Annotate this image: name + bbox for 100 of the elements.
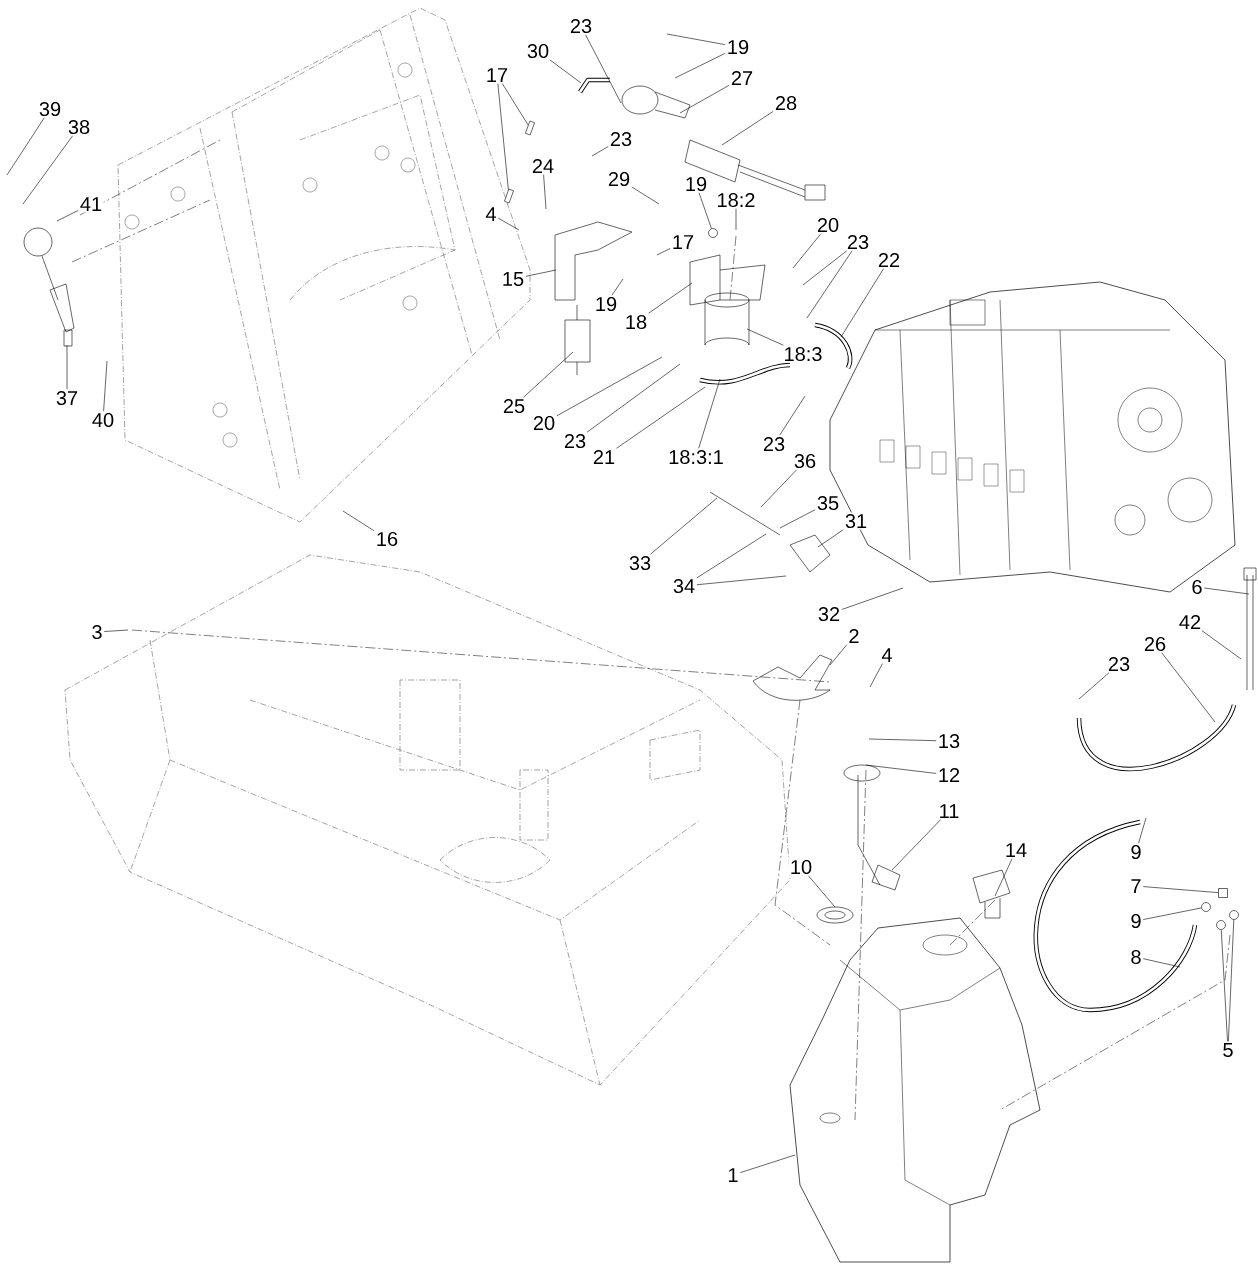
callout-number: 31 (843, 512, 869, 530)
callout-number: 8 (1128, 948, 1144, 966)
callout-number: 25 (501, 397, 527, 415)
bolt-drawing (504, 188, 514, 204)
leader-line (1201, 630, 1242, 660)
leader-line (591, 146, 609, 157)
leader-line (1161, 652, 1216, 723)
leader-line (1078, 672, 1110, 700)
callout-number: 17 (670, 233, 696, 251)
callout-number: 19 (725, 38, 751, 56)
leader-line (616, 386, 706, 449)
leader-line (869, 663, 883, 688)
callout-number: 15 (500, 270, 526, 288)
leader-line (585, 34, 622, 104)
callout-number: 17 (484, 66, 510, 84)
leader-line (666, 33, 726, 45)
leader-line (679, 84, 730, 114)
callout-number: 22 (876, 251, 902, 269)
fitting-drawing (1218, 888, 1228, 898)
leader-line (1228, 919, 1235, 1042)
bolt-drawing (525, 120, 535, 136)
leader-line (674, 53, 726, 79)
callout-number: 16 (374, 530, 400, 548)
leader-line (1142, 958, 1181, 968)
callout-number: 6 (1189, 578, 1205, 596)
leader-line (802, 250, 848, 286)
leader-line (497, 217, 520, 231)
callout-number: 30 (525, 42, 551, 60)
nut-drawing (1201, 902, 1211, 912)
callout-number: 4 (879, 646, 895, 664)
callout-number: 18:3:1 (666, 448, 726, 466)
leader-line (817, 529, 844, 548)
callout-number: 19 (593, 295, 619, 313)
callout-number: 27 (729, 69, 755, 87)
leader-line (1220, 929, 1228, 1042)
leader-line (746, 328, 784, 346)
callout-number: 5 (1220, 1041, 1236, 1059)
callout-number: 29 (606, 170, 632, 188)
leader-line (739, 1154, 796, 1173)
leader-line (22, 135, 73, 205)
leader-line (543, 174, 547, 210)
leader-line (342, 510, 375, 532)
leader-line (656, 248, 671, 256)
callout-number: 42 (1177, 613, 1203, 631)
leader-line (840, 268, 884, 338)
callout-number: 19 (683, 175, 709, 193)
callout-number: 3 (89, 623, 105, 641)
leader-line (556, 356, 663, 417)
leader-line (891, 819, 941, 871)
callout-number: 26 (1142, 635, 1168, 653)
leader-line (502, 83, 529, 126)
callout-number: 10 (788, 858, 814, 876)
grommet-drawing (1229, 910, 1239, 920)
callout-number: 35 (815, 494, 841, 512)
leader-line (648, 282, 693, 314)
leader-line (696, 533, 767, 579)
callout-number: 7 (1128, 877, 1144, 895)
leader-line (586, 363, 681, 433)
leader-line (523, 351, 574, 398)
callout-number: 2 (846, 627, 862, 645)
callout-number: 18 (623, 313, 649, 331)
leader-line (631, 186, 660, 205)
leader-line (103, 629, 129, 632)
callout-number: 36 (792, 452, 818, 470)
callout-number: 39 (37, 100, 63, 118)
leader-line (650, 497, 718, 555)
leader-line (865, 764, 937, 774)
nut-drawing (708, 228, 718, 238)
callout-number: 13 (936, 732, 962, 750)
leader-line (611, 278, 624, 296)
leader-line (841, 587, 904, 610)
callout-number: 41 (78, 195, 104, 213)
callout-number: 23 (568, 17, 594, 35)
leader-line (1142, 907, 1202, 920)
leader-line (698, 378, 721, 449)
callout-number: 4 (483, 205, 499, 223)
callout-number: 20 (531, 414, 557, 432)
leader-line (721, 111, 774, 146)
leader-line (549, 59, 582, 84)
leader-line (66, 344, 68, 390)
leader-line (779, 509, 816, 529)
callout-number: 18:3 (782, 345, 824, 363)
callout-number: 9 (1128, 912, 1144, 930)
leader-line (994, 858, 1013, 897)
callout-number: 23 (845, 233, 871, 251)
leader-line (829, 644, 848, 666)
leader-line (497, 83, 509, 190)
leader-line (792, 233, 822, 269)
callout-number: 32 (816, 605, 842, 623)
callout-number: 40 (90, 411, 116, 429)
callout-number: 18:2 (715, 191, 757, 209)
callout-number: 37 (54, 389, 80, 407)
callout-number: 9 (1128, 843, 1144, 861)
leader-line (525, 269, 557, 277)
grommet-drawing (1216, 920, 1226, 930)
callout-number: 23 (1106, 655, 1132, 673)
callout-number: 12 (936, 766, 962, 784)
leader-line (735, 208, 737, 231)
callout-number: 1 (725, 1166, 741, 1184)
leader-line (103, 360, 108, 412)
